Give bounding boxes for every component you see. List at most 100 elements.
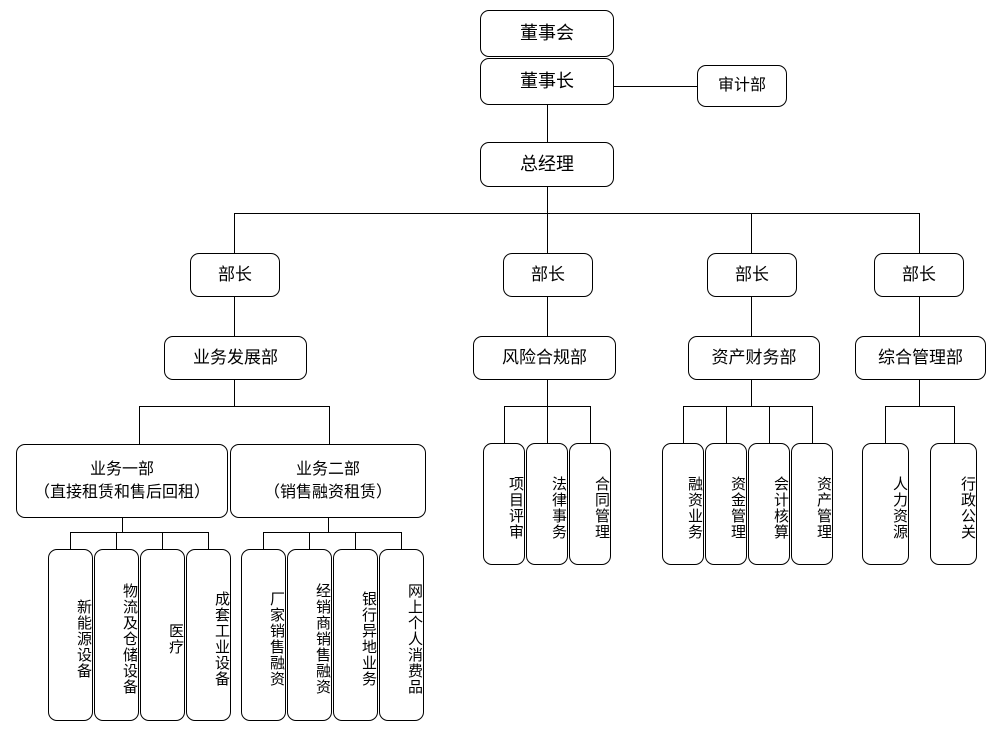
node-label: 经销商销售融资: [314, 583, 330, 695]
node-label: 资金管理: [729, 476, 745, 540]
connector-finance-child-1: [683, 406, 684, 443]
connector-head3-dept: [751, 297, 752, 336]
node-legal-affairs[interactable]: 法律事务: [526, 443, 568, 565]
node-accounting[interactable]: 会计核算: [748, 443, 790, 565]
connector-bus-to-unit1: [139, 406, 140, 444]
connector-unit1-child-2: [116, 532, 117, 549]
connector-unit1-bus: [70, 532, 209, 533]
node-label: 审计部: [717, 77, 766, 94]
connector-head2-dept: [547, 297, 548, 336]
node-head-finance[interactable]: 部长: [707, 253, 797, 297]
node-human-resources[interactable]: 人力资源: [862, 443, 909, 565]
node-label: 部长: [902, 265, 936, 285]
connector-head1-dept: [234, 297, 235, 336]
connector-finance-child-3: [769, 406, 770, 443]
node-general-management-dept[interactable]: 综合管理部: [855, 336, 986, 380]
node-label: 行政公关: [959, 476, 975, 540]
connector-unit2-child-4: [401, 532, 402, 549]
node-new-energy-equipment[interactable]: 新能源设备: [48, 549, 93, 721]
connector-admindept-bus: [885, 406, 954, 407]
node-label: 董事会: [520, 23, 574, 44]
connector-unit2-child-1: [263, 532, 264, 549]
node-fund-management[interactable]: 资金管理: [705, 443, 747, 565]
node-label: 会计核算: [772, 476, 788, 540]
node-general-manager[interactable]: 总经理: [480, 142, 614, 187]
connector-risk-child-2: [547, 406, 548, 443]
connector-unit2-bus: [263, 532, 402, 533]
connector-bus-to-head1: [234, 213, 235, 253]
node-business-development-dept[interactable]: 业务发展部: [164, 336, 307, 380]
node-project-review[interactable]: 项目评审: [483, 443, 525, 565]
connector-admin-child-1: [885, 406, 886, 443]
node-business-unit-1[interactable]: 业务一部 （直接租赁和售后回租）: [16, 444, 228, 518]
node-dealer-sales-financing[interactable]: 经销商销售融资: [287, 549, 332, 721]
connector-financedept-bus: [683, 406, 812, 407]
node-label: 风险合规部: [502, 348, 587, 368]
connector-finance-child-2: [726, 406, 727, 443]
connector-bizdept-dropstem: [234, 380, 235, 406]
node-manufacturer-sales-financing[interactable]: 厂家销售融资: [241, 549, 286, 721]
connector-risk-child-1: [504, 406, 505, 443]
connector-gm-dropstem: [547, 187, 548, 213]
node-label: 成套工业设备: [213, 591, 229, 687]
node-complete-industrial-equipment[interactable]: 成套工业设备: [186, 549, 231, 721]
node-label: 综合管理部: [878, 348, 963, 368]
node-risk-compliance-dept[interactable]: 风险合规部: [473, 336, 616, 380]
node-label: 医疗: [167, 623, 183, 655]
node-label: 业务二部 （销售融资租赁）: [263, 460, 392, 501]
connector-bizdept-bus: [139, 406, 329, 407]
connector-main-bus: [234, 213, 919, 214]
connector-admin-child-2: [954, 406, 955, 443]
node-contract-management[interactable]: 合同管理: [569, 443, 611, 565]
connector-financedept-dropstem: [751, 380, 752, 406]
node-medical[interactable]: 医疗: [140, 549, 185, 721]
connector-chairman-gm: [547, 105, 548, 142]
node-label: 业务一部 （直接租赁和售后回租）: [33, 460, 210, 501]
connector-unit1-child-1: [70, 532, 71, 549]
node-label: 总经理: [520, 154, 574, 175]
connector-finance-child-4: [812, 406, 813, 443]
node-label: 厂家销售融资: [268, 591, 284, 687]
connector-risk-child-3: [590, 406, 591, 443]
connector-unit1-dropstem: [122, 518, 123, 532]
node-label: 资产管理: [815, 476, 831, 540]
node-audit-department[interactable]: 审计部: [697, 65, 787, 107]
connector-head4-dept: [919, 297, 920, 336]
node-label: 银行异地业务: [360, 591, 376, 687]
node-label: 人力资源: [891, 476, 907, 540]
node-chairman[interactable]: 董事长: [480, 58, 614, 105]
connector-unit2-child-3: [355, 532, 356, 549]
node-asset-finance-dept[interactable]: 资产财务部: [688, 336, 820, 380]
node-bank-offsite-business[interactable]: 银行异地业务: [333, 549, 378, 721]
node-label: 部长: [735, 265, 769, 285]
connector-bus-to-head2: [547, 213, 548, 253]
node-logistics-warehouse-equipment[interactable]: 物流及仓储设备: [94, 549, 139, 721]
node-label: 董事长: [520, 71, 574, 92]
node-board-of-directors[interactable]: 董事会: [480, 10, 614, 57]
node-label: 物流及仓储设备: [121, 583, 137, 695]
node-label: 业务发展部: [193, 348, 278, 368]
node-head-business[interactable]: 部长: [190, 253, 280, 297]
node-administration-public-relations[interactable]: 行政公关: [930, 443, 977, 565]
node-asset-management[interactable]: 资产管理: [791, 443, 833, 565]
connector-unit1-child-4: [208, 532, 209, 549]
connector-bus-to-unit2: [329, 406, 330, 444]
node-label: 法律事务: [550, 476, 566, 540]
connector-unit2-child-2: [309, 532, 310, 549]
node-head-risk[interactable]: 部长: [503, 253, 593, 297]
node-label: 网上个人消费品: [406, 583, 422, 695]
node-label: 部长: [218, 265, 252, 285]
node-label: 融资业务: [686, 476, 702, 540]
node-label: 部长: [531, 265, 565, 285]
connector-chairman-audit: [614, 86, 697, 87]
node-label: 新能源设备: [75, 599, 91, 679]
node-label: 资产财务部: [711, 348, 797, 368]
node-head-admin[interactable]: 部长: [874, 253, 964, 297]
connector-bus-to-head3: [751, 213, 752, 253]
node-online-personal-consumer-goods[interactable]: 网上个人消费品: [379, 549, 424, 721]
node-business-unit-2[interactable]: 业务二部 （销售融资租赁）: [230, 444, 426, 518]
node-label: 合同管理: [593, 476, 609, 540]
node-label: 项目评审: [507, 476, 523, 540]
node-financing-business[interactable]: 融资业务: [662, 443, 704, 565]
